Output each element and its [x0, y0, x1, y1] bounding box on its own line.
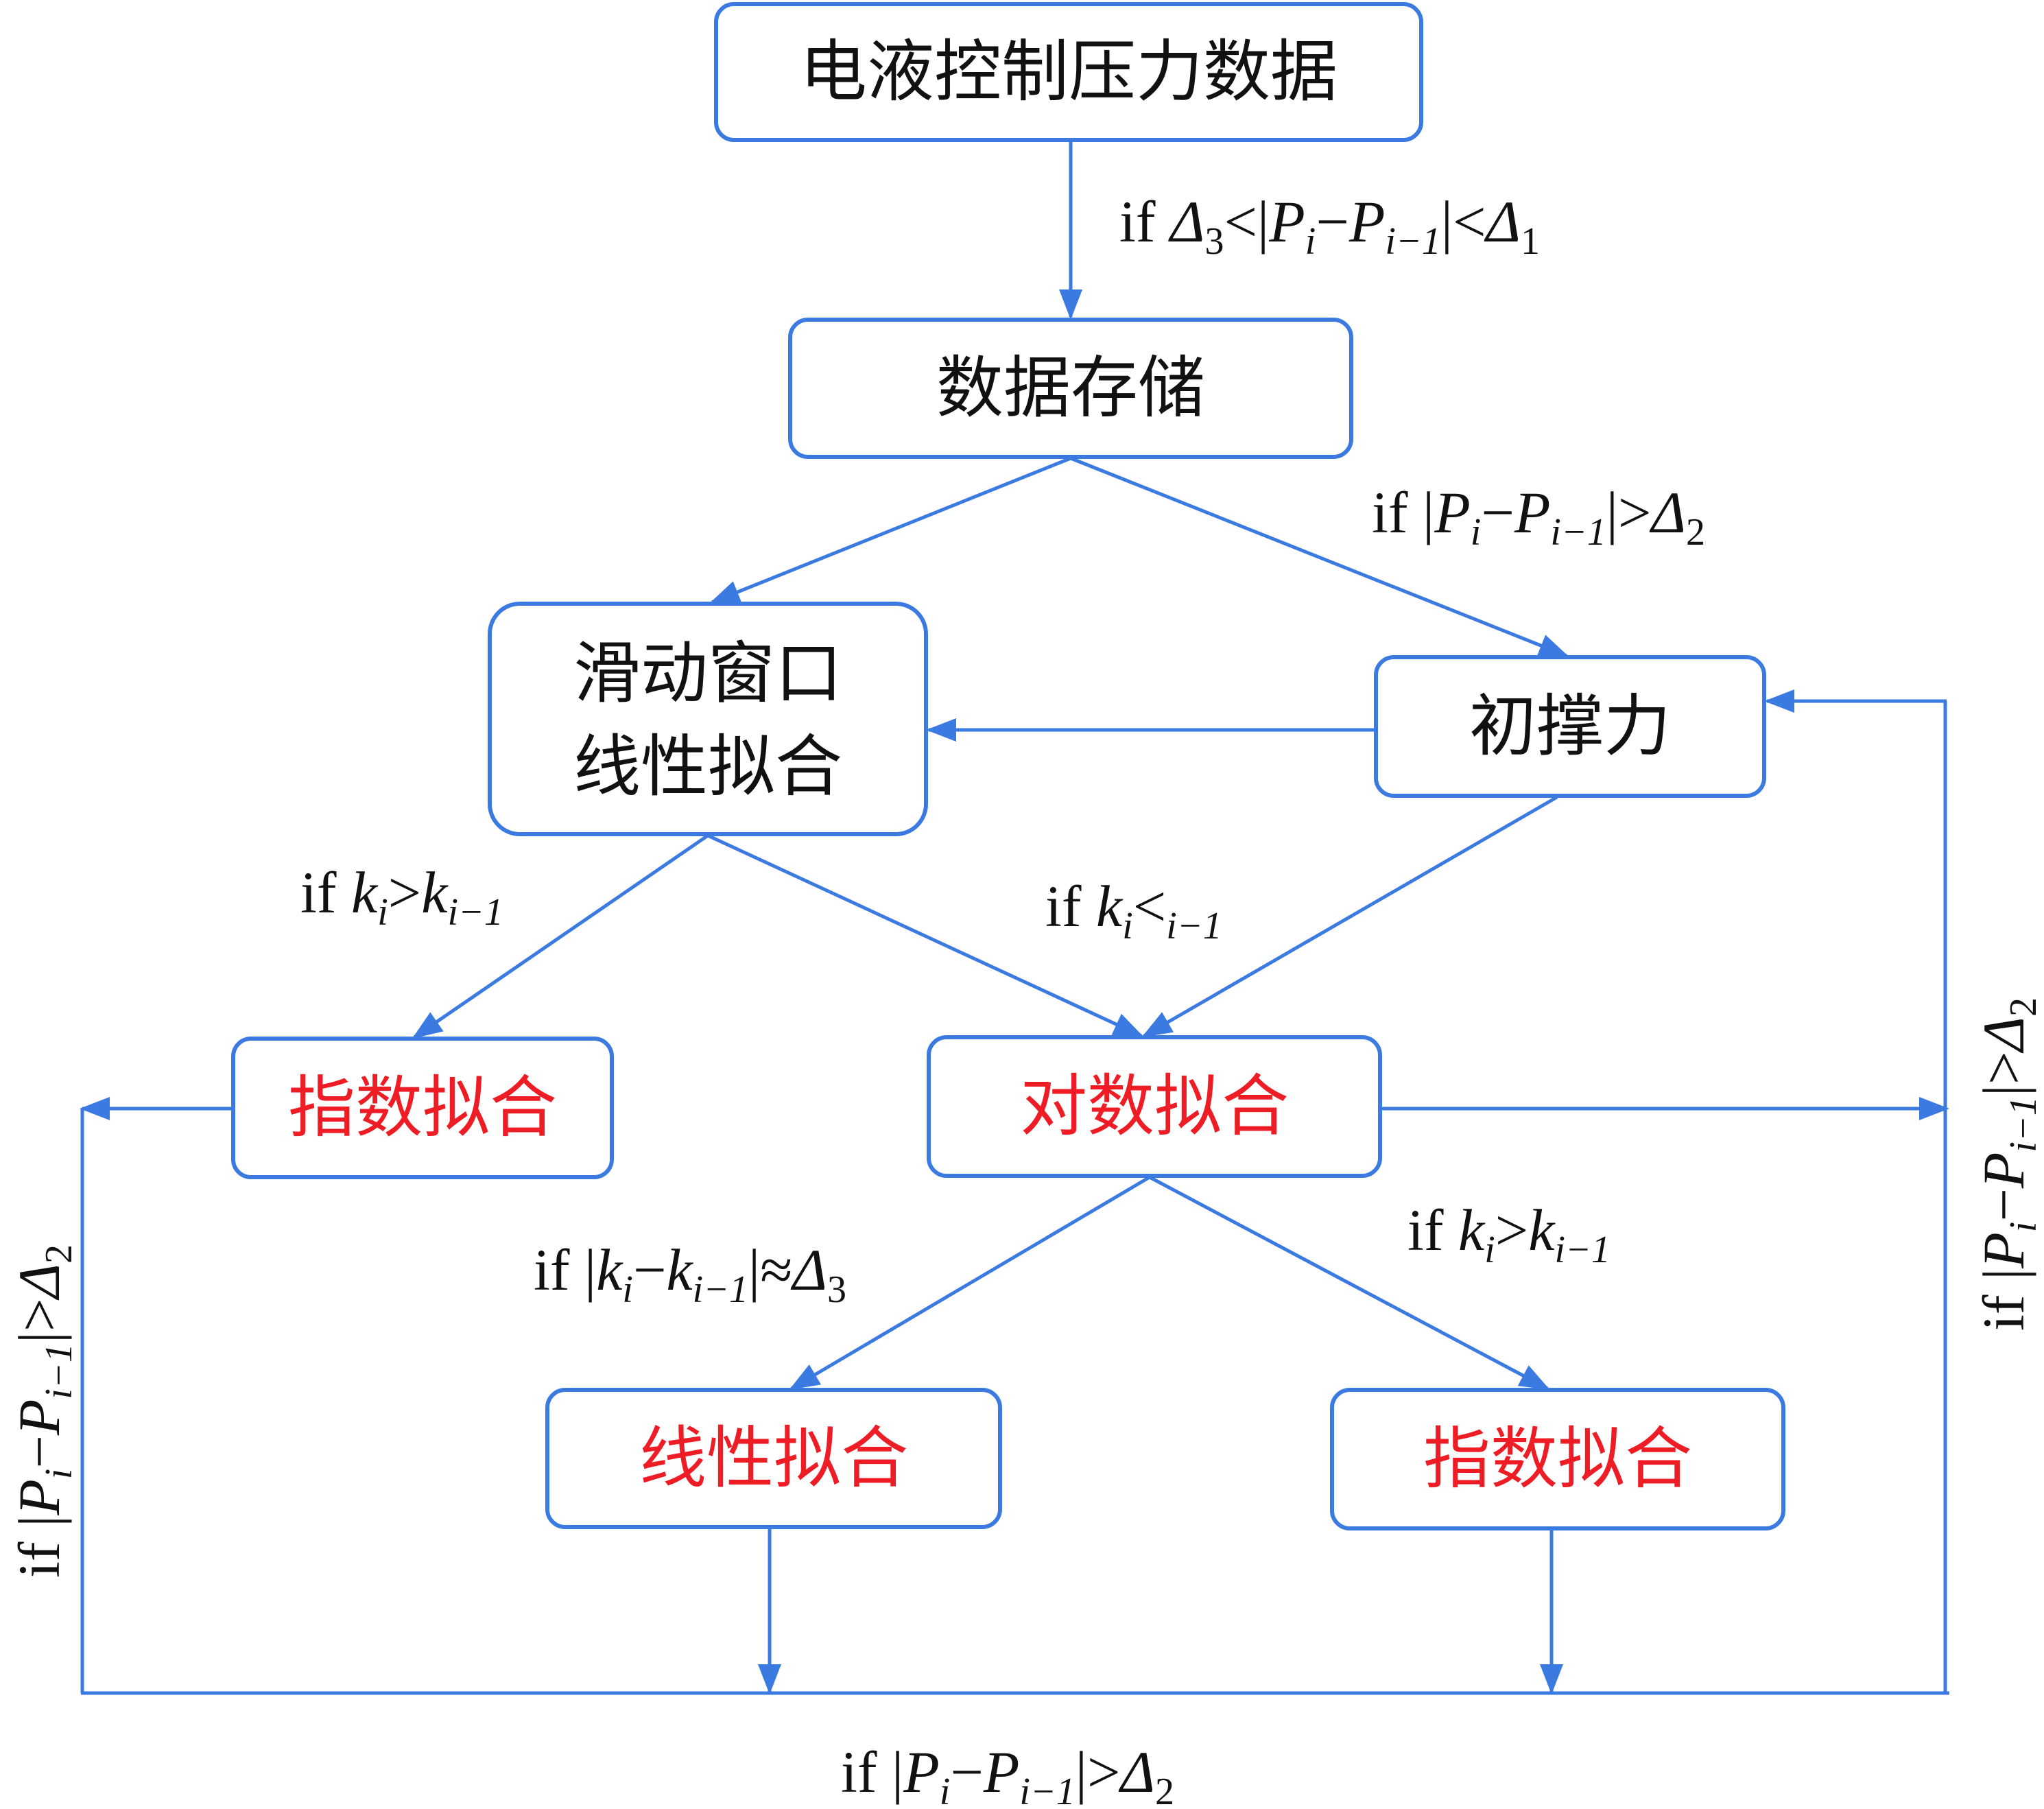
- condition-log-linear: if |ki−ki−1|≈Δ3: [534, 1237, 846, 1311]
- arrow-sliding-to-exp-left: [412, 833, 709, 1039]
- node-linear-fit: 线性拟合: [545, 1388, 1002, 1529]
- arrow-storage-to-sliding: [709, 456, 1071, 604]
- node-exp-right-label: 指数拟合: [1423, 1420, 1692, 1498]
- node-sliding-label-1: 滑动窗口: [573, 635, 842, 713]
- node-source: 电液控制压力数据: [714, 2, 1423, 142]
- node-exp-fit-right: 指数拟合: [1330, 1388, 1785, 1530]
- node-log-fit: 对数拟合: [927, 1035, 1382, 1178]
- node-initial-label: 初撑力: [1469, 687, 1671, 766]
- condition-log-exp-right: if ki>ki−1: [1407, 1197, 1611, 1271]
- node-sliding-label-2: 线性拟合: [573, 728, 842, 806]
- condition-sliding-log: if ki<i−1: [1045, 873, 1222, 947]
- node-initial-support: 初撑力: [1374, 655, 1766, 798]
- arrow-log-to-exp-right: [1148, 1175, 1550, 1391]
- condition-sliding-exp: if ki>ki−1: [300, 860, 503, 934]
- arrow-storage-to-initial: [1070, 456, 1569, 658]
- condition-left-feedback: if |Pi−Pi−1|>Δ2: [6, 1244, 80, 1578]
- arrow-sliding-to-log: [706, 833, 1144, 1038]
- node-storage-label: 数据存储: [936, 349, 1205, 427]
- node-linear-label: 线性拟合: [639, 1419, 908, 1498]
- node-log-label: 对数拟合: [1020, 1067, 1289, 1146]
- condition-storage-initial: if |Pi−Pi−1|>Δ2: [1372, 480, 1705, 554]
- arrow-initial-to-log: [1141, 795, 1558, 1038]
- node-exp-fit-left: 指数拟合: [231, 1037, 614, 1179]
- condition-right-feedback: if |Pi−Pi−1|>Δ2: [1971, 997, 2044, 1331]
- node-source-label: 电液控制压力数据: [800, 33, 1338, 111]
- node-sliding-window: 滑动窗口 线性拟合: [488, 602, 928, 836]
- condition-source-storage: if Δ3<|Pi−Pi−1|<Δ1: [1119, 189, 1540, 263]
- node-storage: 数据存储: [788, 318, 1353, 459]
- node-exp-left-label: 指数拟合: [288, 1069, 557, 1147]
- arrow-log-to-linear: [789, 1175, 1151, 1391]
- condition-bottom-bus: if |Pi−Pi−1|>Δ2: [841, 1739, 1174, 1809]
